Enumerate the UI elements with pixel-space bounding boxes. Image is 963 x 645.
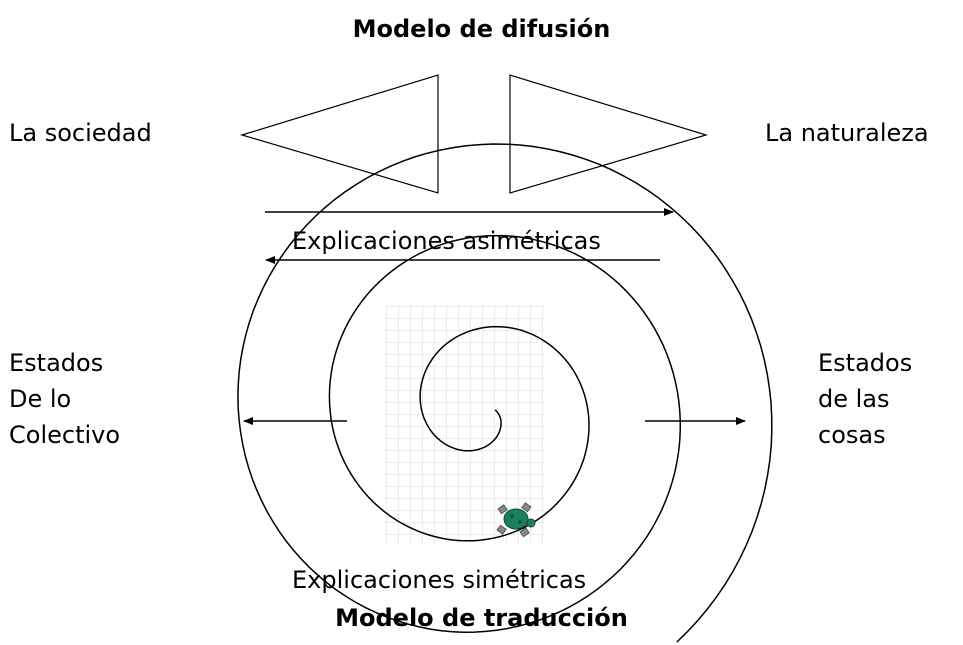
collective-line-2: De lo	[9, 385, 72, 413]
asymmetric-caption: Explicaciones asimétricas	[292, 227, 601, 255]
spiral-icon	[237, 143, 773, 643]
grid-background	[386, 306, 544, 546]
nature-label: La naturaleza	[765, 119, 929, 147]
things-line-3: cosas	[818, 421, 886, 449]
bottom-title: Modelo de traducción	[335, 604, 628, 632]
things-states-label: Estados de las cosas	[818, 345, 912, 453]
collective-line-1: Estados	[9, 349, 104, 377]
turtle-icon	[496, 502, 536, 538]
right-triangle-icon	[509, 74, 709, 194]
top-title: Modelo de difusión	[352, 15, 611, 43]
things-line-2: de las	[818, 385, 890, 413]
collective-states-label: Estados De lo Colectivo	[9, 345, 120, 453]
society-label: La sociedad	[9, 119, 152, 147]
symmetric-caption: Explicaciones simétricas	[292, 566, 587, 594]
things-line-1: Estados	[818, 349, 913, 377]
collective-line-3: Colectivo	[9, 421, 121, 449]
left-triangle-icon	[239, 74, 439, 194]
